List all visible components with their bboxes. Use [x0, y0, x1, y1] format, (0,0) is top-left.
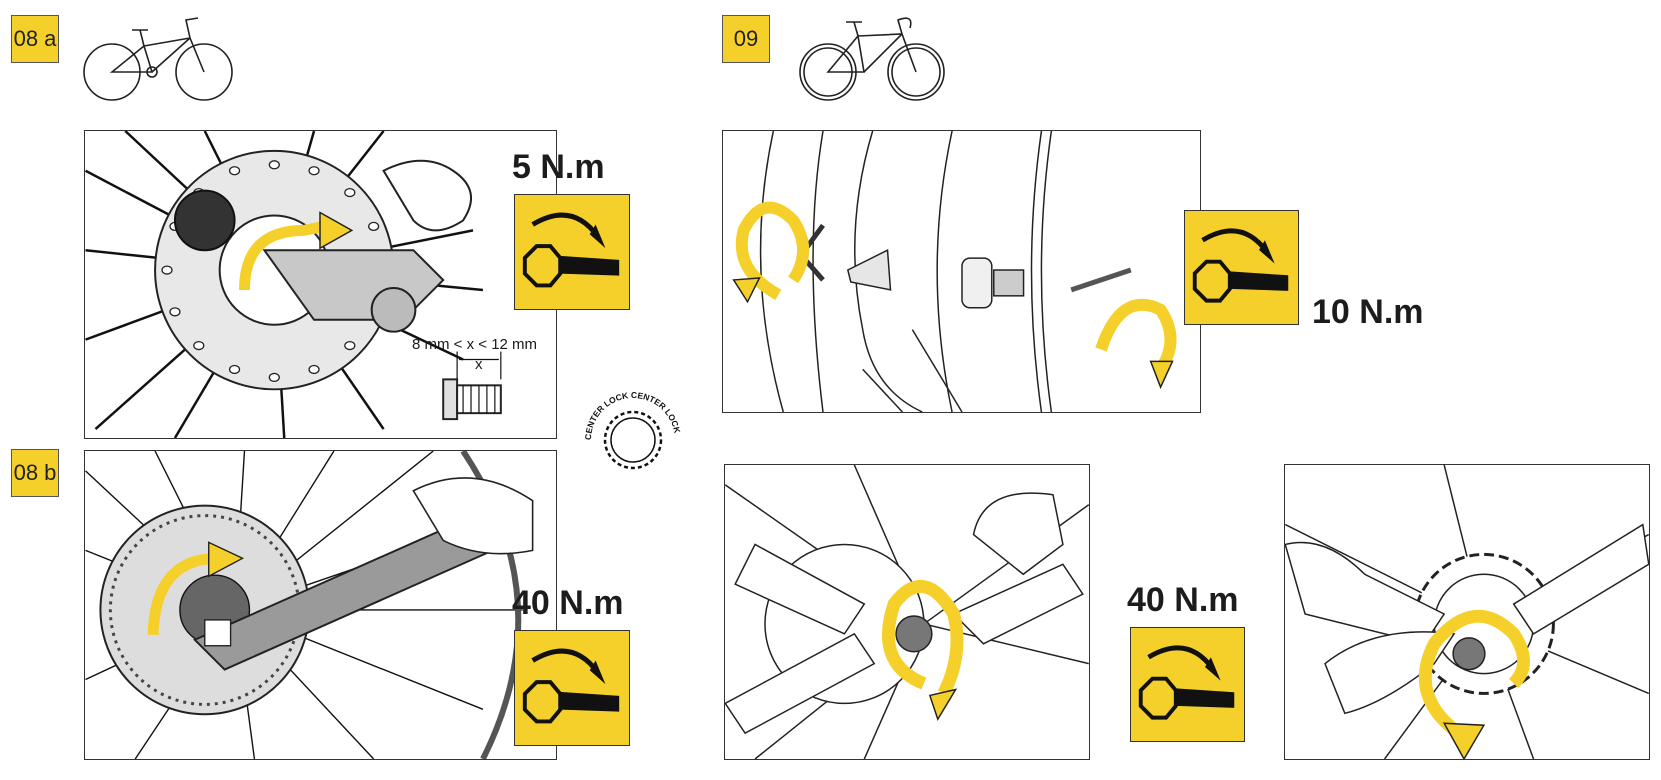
torque-wrench-icon: [514, 630, 630, 746]
step-badge-08a: 08 a: [11, 15, 59, 63]
city-bike-icon: [82, 12, 234, 102]
step-badge-09: 09: [722, 15, 770, 63]
measurement-range-label: 8 mm < x < 12 mm: [412, 336, 538, 353]
center-lock-text: CENTER LOCK CENTER LOCK: [583, 390, 683, 440]
torque-wrench-icon: [514, 194, 630, 310]
illustration-09-cassette-right: [1284, 464, 1650, 760]
illustration-08b-lockring: [84, 450, 557, 760]
step-badge-08b: 08 b: [11, 449, 59, 497]
illustration-08a-rotor-mount: 8 mm < x < 12 mm x: [84, 130, 557, 439]
center-lock-ring-icon: CENTER LOCK CENTER LOCK: [583, 390, 683, 490]
torque-wrench-icon: [1184, 210, 1299, 325]
illustration-09-thru-axle: [722, 130, 1201, 413]
road-bike-icon: [798, 12, 946, 102]
measurement-x-label: x: [475, 356, 483, 373]
torque-wrench-icon: [1130, 627, 1245, 742]
step-badge-08b-label: 08 b: [13, 460, 57, 485]
svg-text:CENTER LOCK CENTER LOCK: CENTER LOCK CENTER LOCK: [583, 390, 683, 440]
torque-value-08b: 40 N.m: [512, 584, 624, 622]
torque-value-09-bottom: 40 N.m: [1127, 581, 1239, 619]
step-badge-08a-label: 08 a: [13, 26, 57, 51]
torque-value-08a: 5 N.m: [512, 148, 605, 186]
illustration-09-cassette-left: [724, 464, 1090, 760]
step-badge-09-label: 09: [733, 26, 759, 51]
torque-value-09-top: 10 N.m: [1312, 293, 1424, 331]
